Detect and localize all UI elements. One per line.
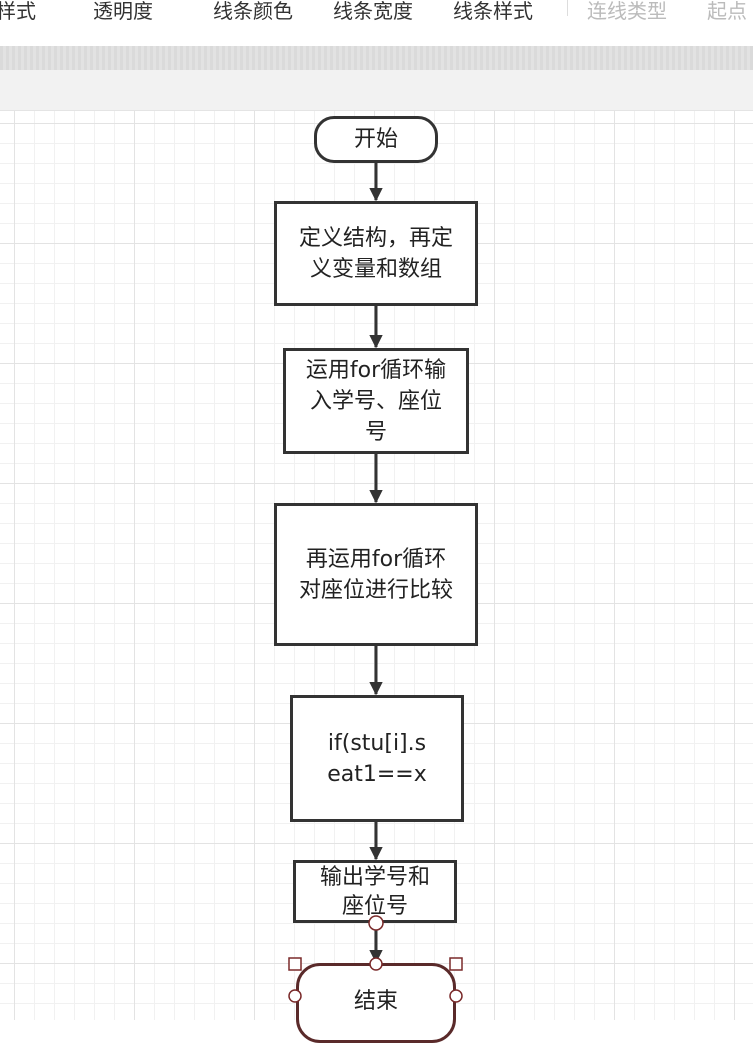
flow-step-compare-loop-label: 再运用for循环对座位进行比较	[298, 546, 453, 603]
horizontal-ruler	[0, 46, 753, 70]
toolbar-style-button[interactable]: 样式	[0, 0, 36, 23]
flow-step-condition[interactable]: if(stu[i].seat1==x	[290, 695, 464, 822]
flow-step-output-label: 输出学号和座位号	[319, 864, 430, 919]
flow-step-input-loop[interactable]: 运用for循环输入学号、座位号	[283, 348, 469, 454]
flow-step-define-struct-label: 定义结构，再定义变量和数组	[298, 225, 453, 282]
selection-handles-layer	[288, 915, 463, 1003]
toolbar-opacity-button[interactable]: 透明度	[93, 0, 153, 23]
toolbar-line-style-button[interactable]: 线条样式	[453, 0, 533, 23]
toolbar-divider	[567, 0, 568, 16]
format-toolbar: 样式 透明度 线条颜色 线条宽度 线条样式 连线类型 起点	[0, 0, 753, 40]
connection-point-top[interactable]	[368, 915, 384, 931]
flow-step-define-struct[interactable]: 定义结构，再定义变量和数组	[274, 201, 478, 306]
flow-step-input-loop-label: 运用for循环输入学号、座位号	[305, 357, 447, 445]
flow-step-condition-label: if(stu[i].seat1==x	[327, 730, 427, 787]
flow-start-label: 开始	[353, 127, 398, 152]
resize-handle-top-left[interactable]	[288, 957, 302, 971]
toolbar-connector-type-button[interactable]: 连线类型	[587, 0, 667, 23]
flow-step-compare-loop[interactable]: 再运用for循环对座位进行比较	[274, 503, 478, 646]
toolbar-start-point-button[interactable]: 起点	[707, 0, 747, 23]
canvas-header-area	[0, 70, 753, 111]
flow-end-label: 结束	[353, 989, 398, 1014]
resize-handle-top-right[interactable]	[449, 957, 463, 971]
resize-handle-right-middle[interactable]	[449, 989, 463, 1003]
toolbar-line-color-button[interactable]: 线条颜色	[213, 0, 293, 23]
resize-handle-left-middle[interactable]	[288, 989, 302, 1003]
toolbar-line-width-button[interactable]: 线条宽度	[333, 0, 413, 23]
resize-handle-top-middle[interactable]	[369, 957, 383, 971]
flow-start-node[interactable]: 开始	[314, 116, 438, 163]
